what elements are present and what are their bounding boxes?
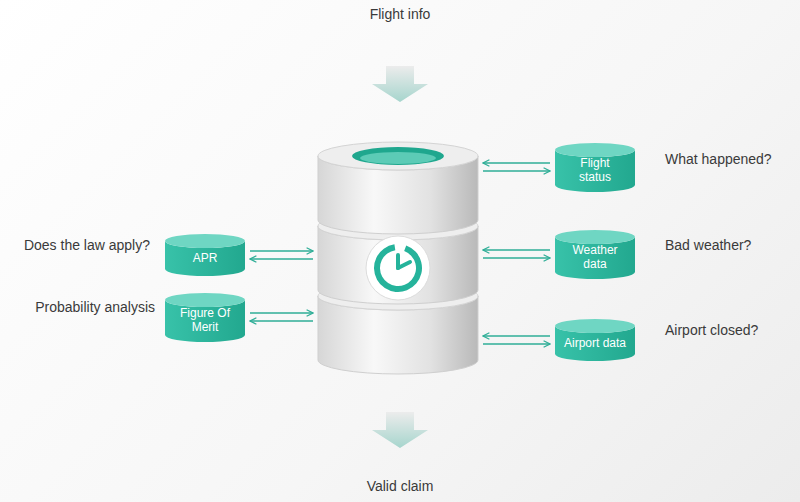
data-exchange-arrow xyxy=(250,312,313,313)
data-exchange-arrow xyxy=(483,257,550,258)
data-exchange-arrow xyxy=(250,320,313,321)
annotation: What happened? xyxy=(665,151,772,167)
flow-label: Valid claim xyxy=(367,478,434,494)
down-arrow xyxy=(372,66,428,102)
clock-icon xyxy=(366,236,430,300)
data-exchange-arrow xyxy=(483,335,550,336)
data-source-cylinder: Weather data xyxy=(555,230,635,279)
annotation: Bad weather? xyxy=(665,237,751,253)
database-cylinder xyxy=(318,140,478,365)
annotation: Does the law apply? xyxy=(24,237,150,253)
annotation: Probability analysis xyxy=(35,299,155,315)
node-label: Airport data xyxy=(555,336,635,350)
data-exchange-arrow xyxy=(250,250,313,251)
data-exchange-arrow xyxy=(250,258,313,259)
data-source-cylinder: APR xyxy=(165,234,245,276)
data-source-cylinder: Figure Of Merit xyxy=(165,293,245,342)
down-arrow xyxy=(372,412,428,448)
database-shape xyxy=(318,140,478,365)
data-exchange-arrow xyxy=(483,162,550,163)
data-exchange-arrow xyxy=(483,170,550,171)
node-label: Figure Of Merit xyxy=(165,306,245,335)
node-label: Weather data xyxy=(555,243,635,272)
data-exchange-arrow xyxy=(483,343,550,344)
data-exchange-arrow xyxy=(483,249,550,250)
node-label: Flight status xyxy=(555,156,635,185)
flow-label: Flight info xyxy=(370,6,431,22)
node-label: APR xyxy=(165,251,245,265)
data-source-cylinder: Airport data xyxy=(555,319,635,361)
annotation: Airport closed? xyxy=(665,322,758,338)
data-source-cylinder: Flight status xyxy=(555,143,635,192)
